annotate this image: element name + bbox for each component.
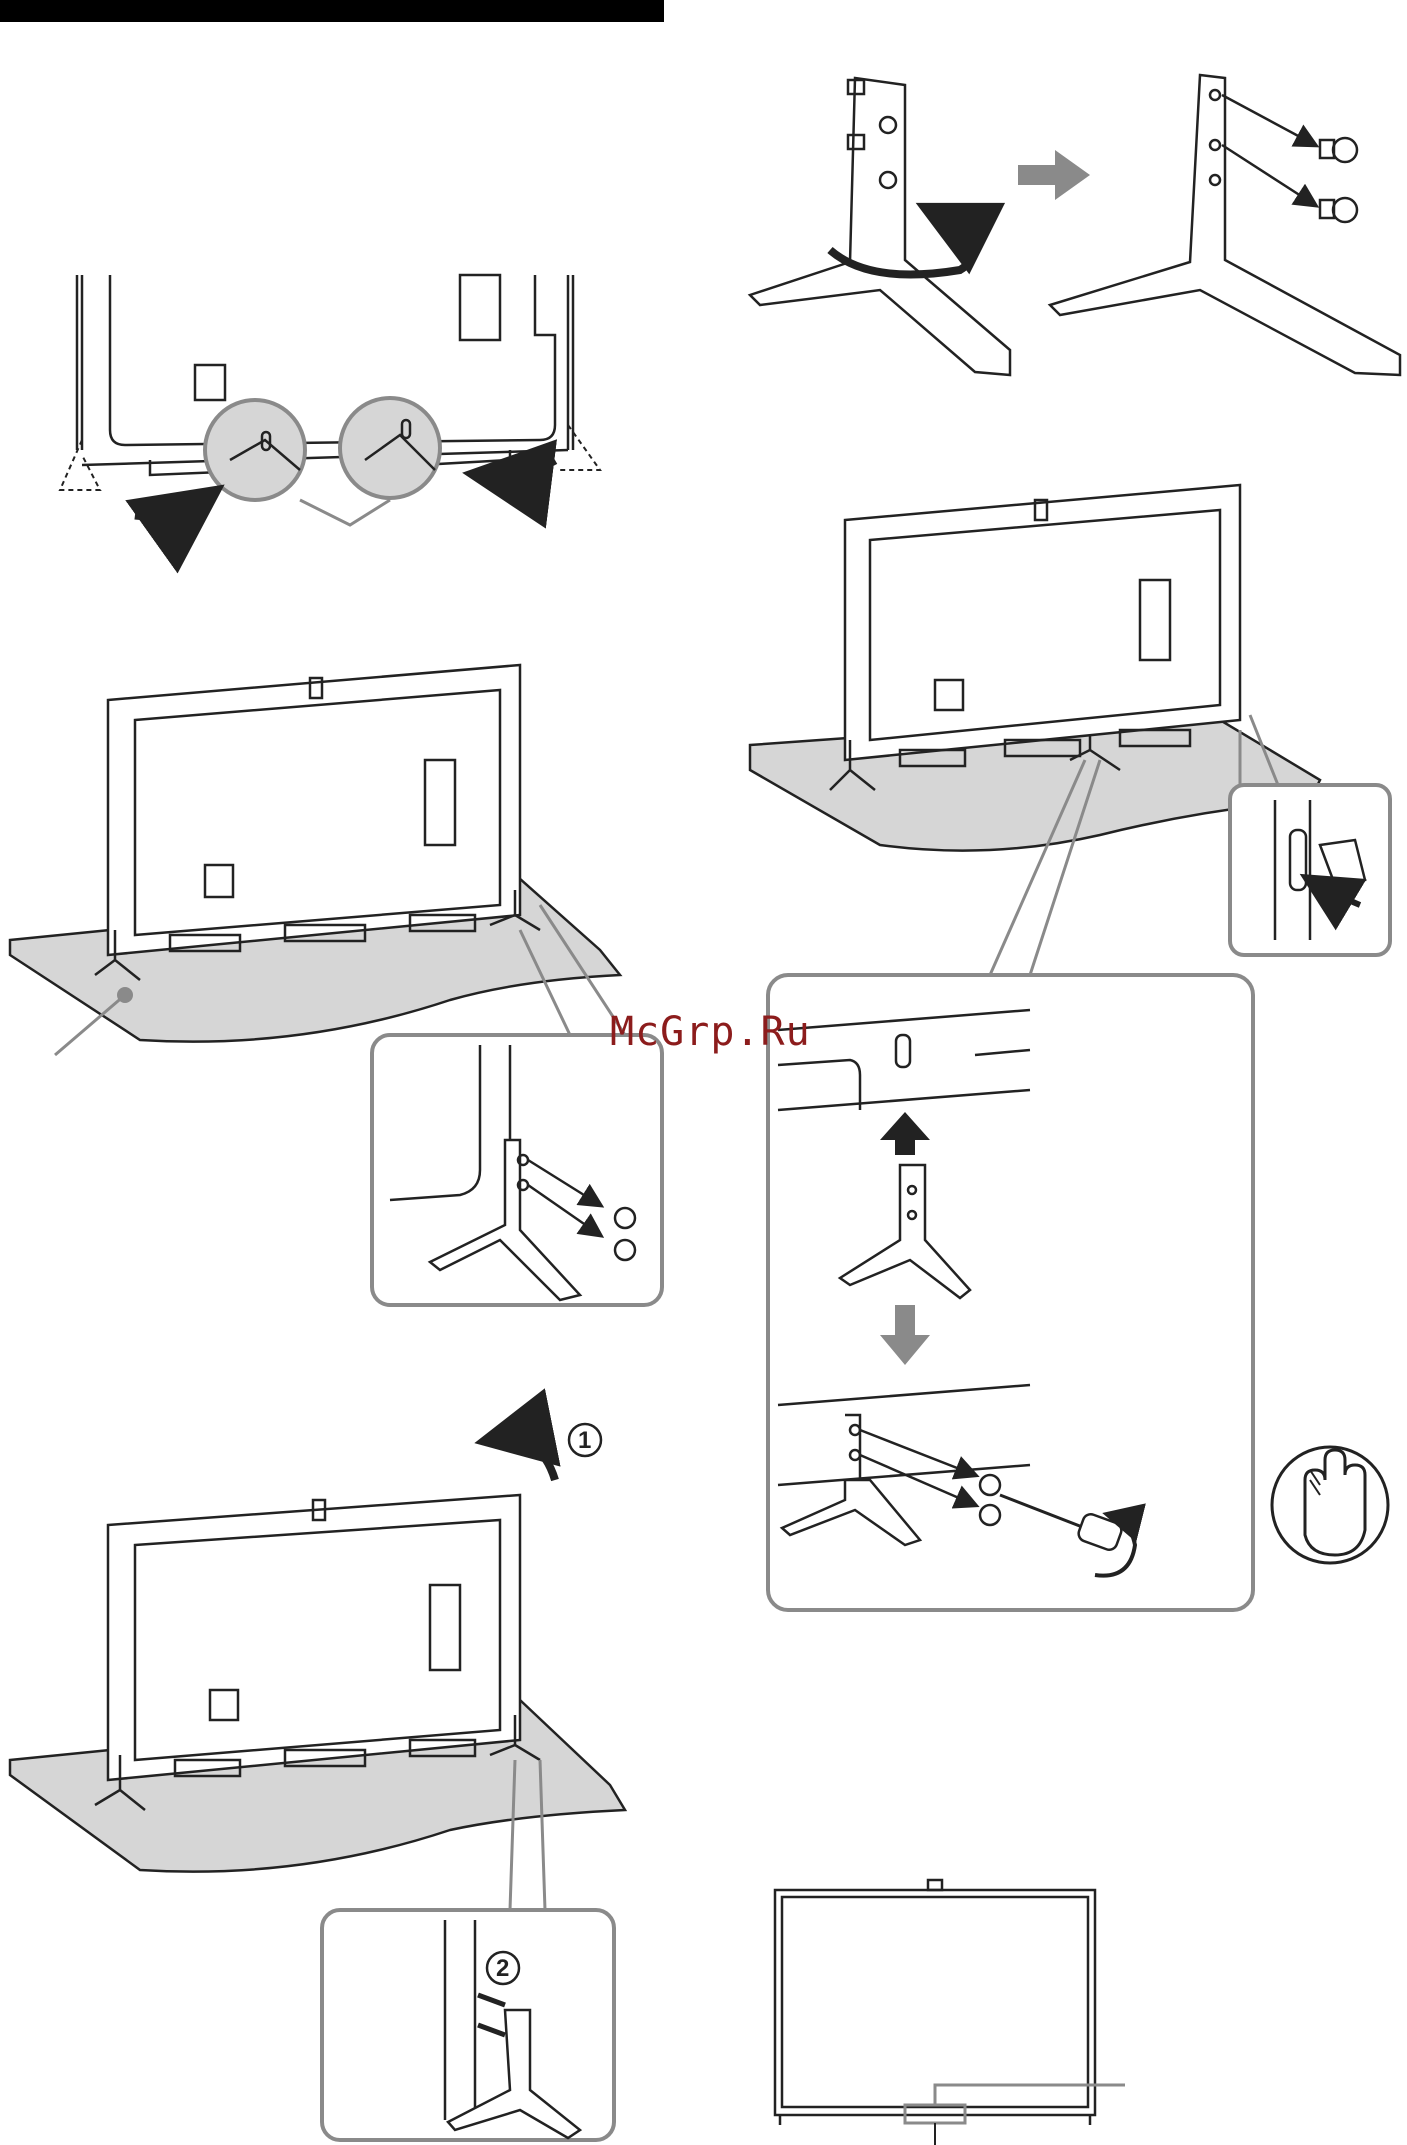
curved-arrow-icon (135, 495, 210, 516)
header-bar (0, 0, 664, 22)
panel-stand-attach-facedown (60, 275, 600, 525)
watermark-text: McGrp.Ru (610, 1009, 811, 1055)
panel-tv-front (775, 1880, 1125, 2145)
screw-icon (1320, 138, 1357, 162)
step-marker-1-label: 1 (578, 1427, 591, 1454)
step-marker-2-label: 2 (496, 1955, 509, 1982)
panel-tv-on-table (10, 665, 662, 1305)
panel-tilt-cover: 1 2 (10, 1424, 625, 2140)
panel-tv-on-table-right (750, 485, 1390, 1610)
panel-stand-rotate (750, 75, 1400, 375)
hand-caution-icon (1272, 1447, 1388, 1563)
screw-icon (1320, 198, 1357, 222)
curved-arrow-icon (490, 1438, 555, 1480)
right-arrow-icon (1018, 150, 1090, 200)
curved-arrow-icon (480, 460, 555, 476)
